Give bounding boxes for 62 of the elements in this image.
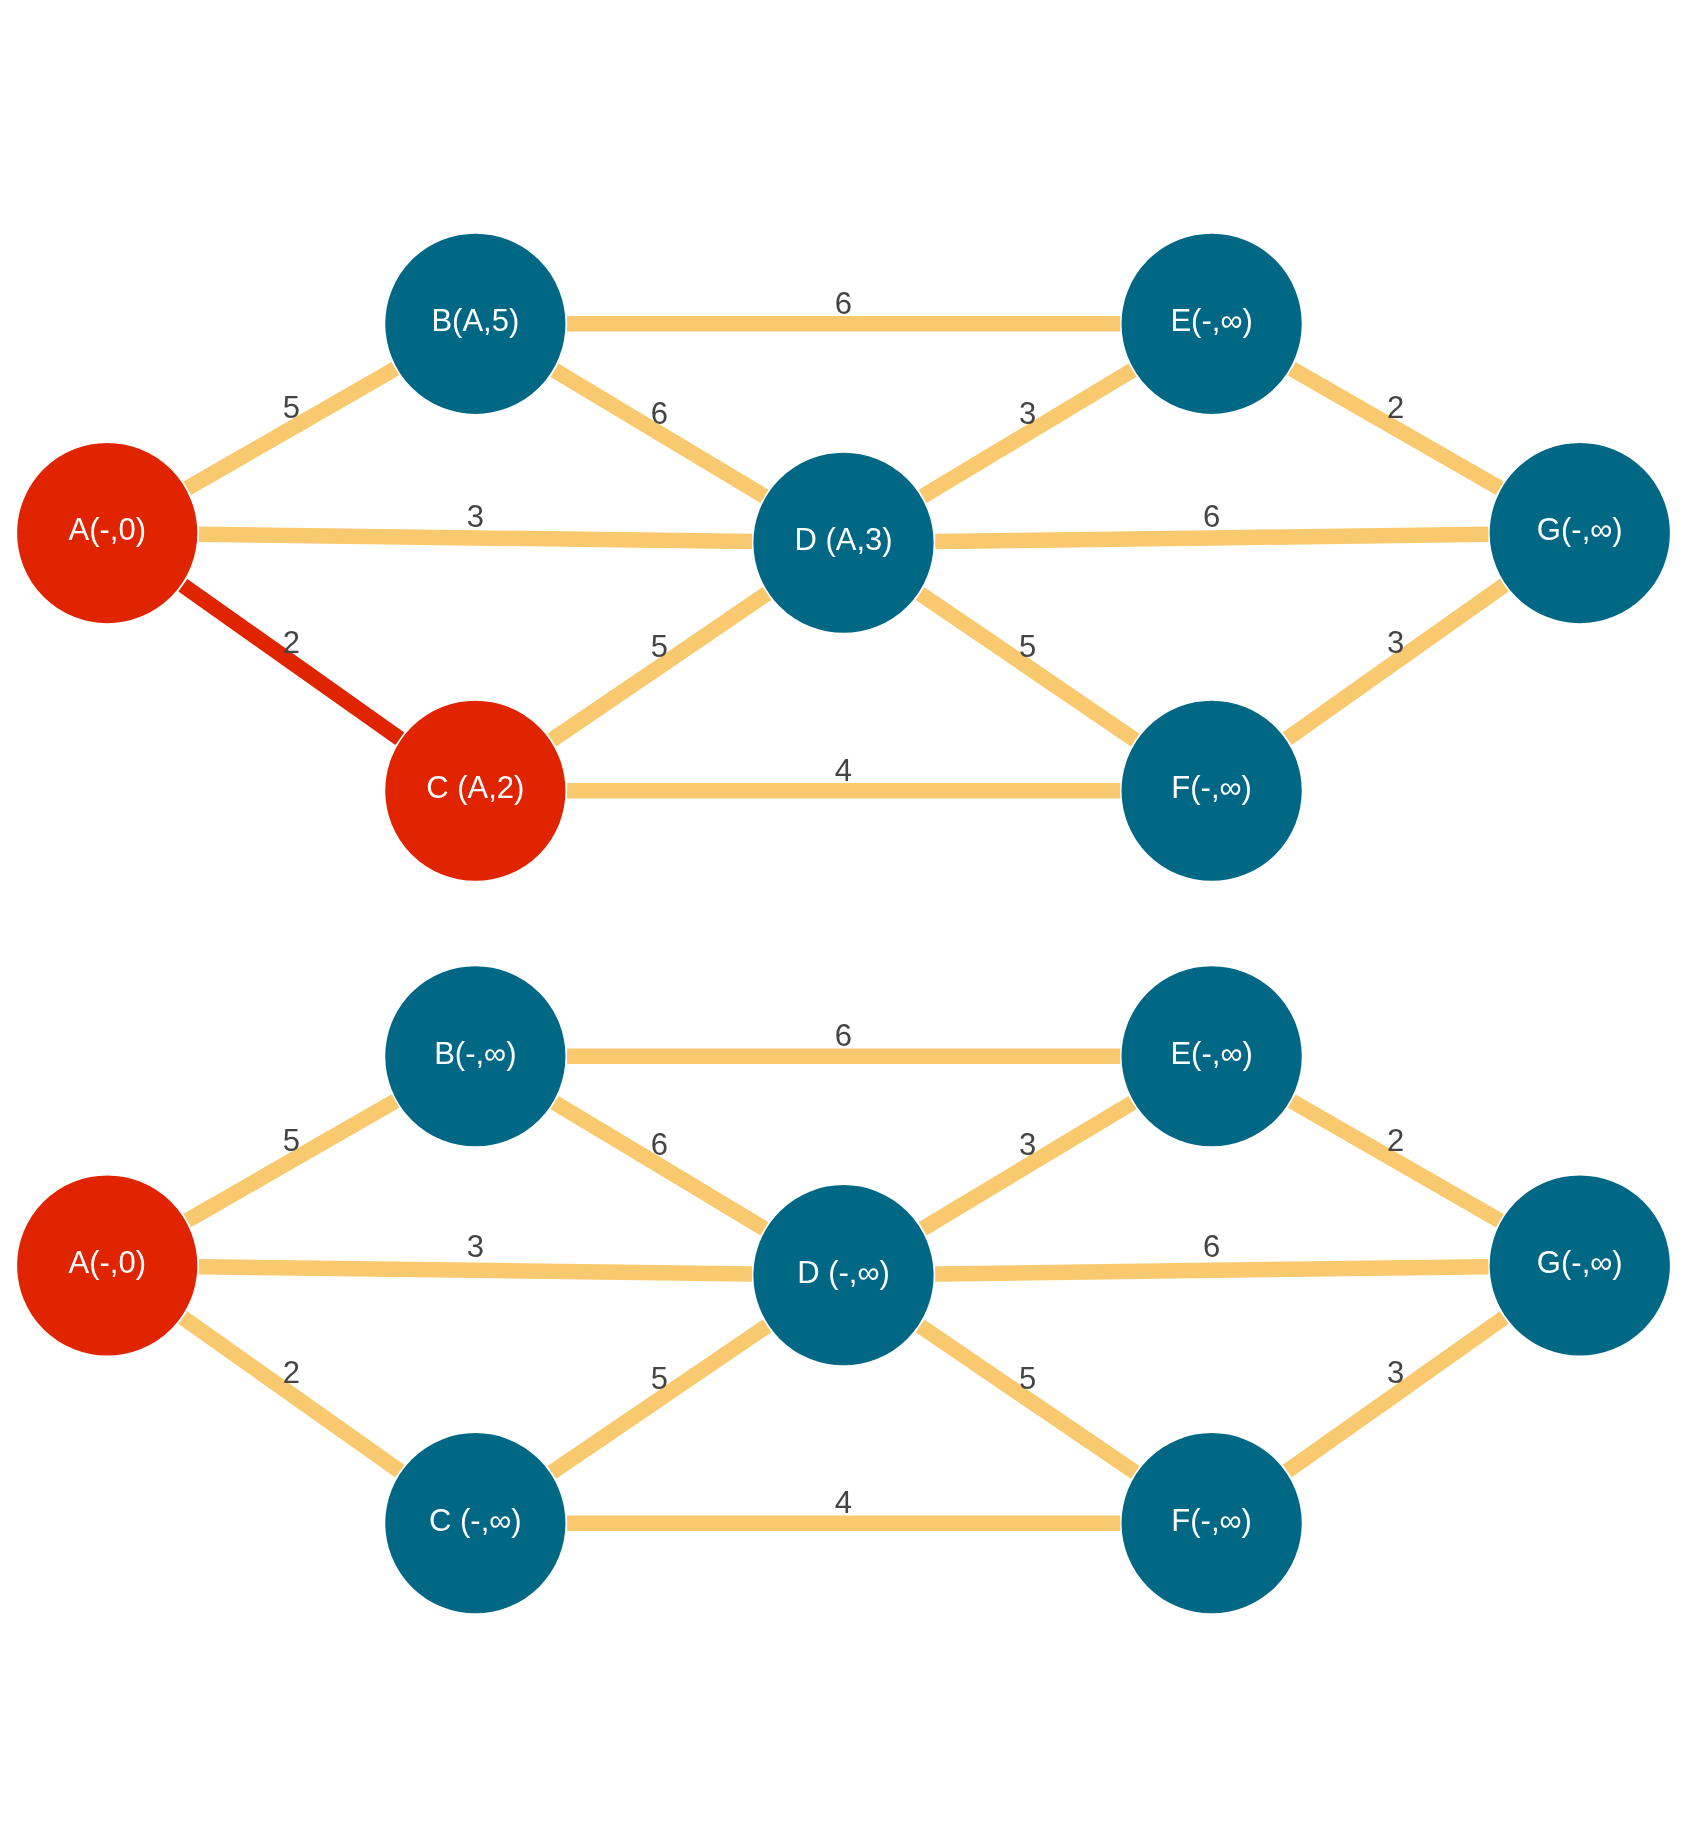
edge-label: 2 xyxy=(282,1355,300,1391)
edge-label: 2 xyxy=(1387,1122,1405,1158)
edge-label: 5 xyxy=(282,1122,300,1158)
node-circle: F(-,∞) xyxy=(1119,1431,1304,1616)
connector xyxy=(915,1319,1140,1479)
node-circle: E(-,∞) xyxy=(1119,231,1304,416)
connector xyxy=(1282,1311,1509,1478)
connector xyxy=(198,526,753,550)
connector xyxy=(550,1096,769,1236)
connector xyxy=(1287,362,1504,495)
connector xyxy=(183,1094,400,1228)
node-circle: B(-,∞) xyxy=(383,964,568,1149)
connector xyxy=(178,1311,405,1478)
connector xyxy=(918,363,1137,503)
connector xyxy=(178,578,405,746)
connector xyxy=(183,361,400,495)
node-circle: G(-,∞) xyxy=(1487,441,1672,626)
edge-label: 3 xyxy=(1387,624,1405,660)
edge-label: 6 xyxy=(834,285,853,321)
connector xyxy=(1287,1094,1504,1228)
node-circle: A(-,0) xyxy=(15,441,200,626)
node-circle: F(-,∞) xyxy=(1119,698,1304,883)
node-circle: E(-,∞) xyxy=(1119,964,1304,1149)
edge-label: 2 xyxy=(1387,390,1405,426)
edge-label: 3 xyxy=(466,1229,484,1265)
connector xyxy=(918,1095,1137,1236)
node-circle: D (A,3) xyxy=(751,450,936,635)
connector xyxy=(198,1258,753,1282)
node-circle: D (-,∞) xyxy=(751,1183,936,1368)
connector xyxy=(915,587,1140,747)
edge-label: 5 xyxy=(282,390,300,426)
edge-label: 2 xyxy=(282,624,300,660)
connector xyxy=(935,1258,1489,1282)
edge-label: 5 xyxy=(650,628,669,664)
edge-label: 6 xyxy=(650,1126,669,1162)
connector xyxy=(1282,578,1509,745)
node-circle: B(A,5) xyxy=(383,231,568,416)
connector xyxy=(547,1319,772,1479)
edge-label: 6 xyxy=(834,1018,853,1054)
connector xyxy=(567,783,1121,799)
edge-label: 3 xyxy=(466,498,484,534)
connector xyxy=(567,1048,1121,1064)
node-circle: G(-,∞) xyxy=(1487,1173,1672,1358)
edge-label: 3 xyxy=(1387,1355,1405,1391)
edge-label: 3 xyxy=(1018,1126,1037,1162)
connector xyxy=(547,587,772,747)
edge-label: 4 xyxy=(834,752,853,788)
edge-label: 5 xyxy=(1018,1361,1037,1397)
connector xyxy=(567,1515,1121,1531)
connector xyxy=(567,316,1121,332)
connector xyxy=(550,363,769,504)
edge-label: 6 xyxy=(650,396,669,432)
node-circle: C (A,2) xyxy=(383,698,568,883)
edge-label: 4 xyxy=(834,1485,853,1521)
connector xyxy=(935,526,1489,550)
node-circle: C (-,∞) xyxy=(383,1431,568,1616)
edge-label: 5 xyxy=(1018,628,1037,664)
edge-label: 6 xyxy=(1203,498,1221,534)
edge-label: 3 xyxy=(1018,396,1037,432)
node-circle: A(-,0) xyxy=(15,1173,200,1358)
edge-label: 5 xyxy=(650,1361,669,1397)
edge-label: 6 xyxy=(1203,1229,1221,1265)
